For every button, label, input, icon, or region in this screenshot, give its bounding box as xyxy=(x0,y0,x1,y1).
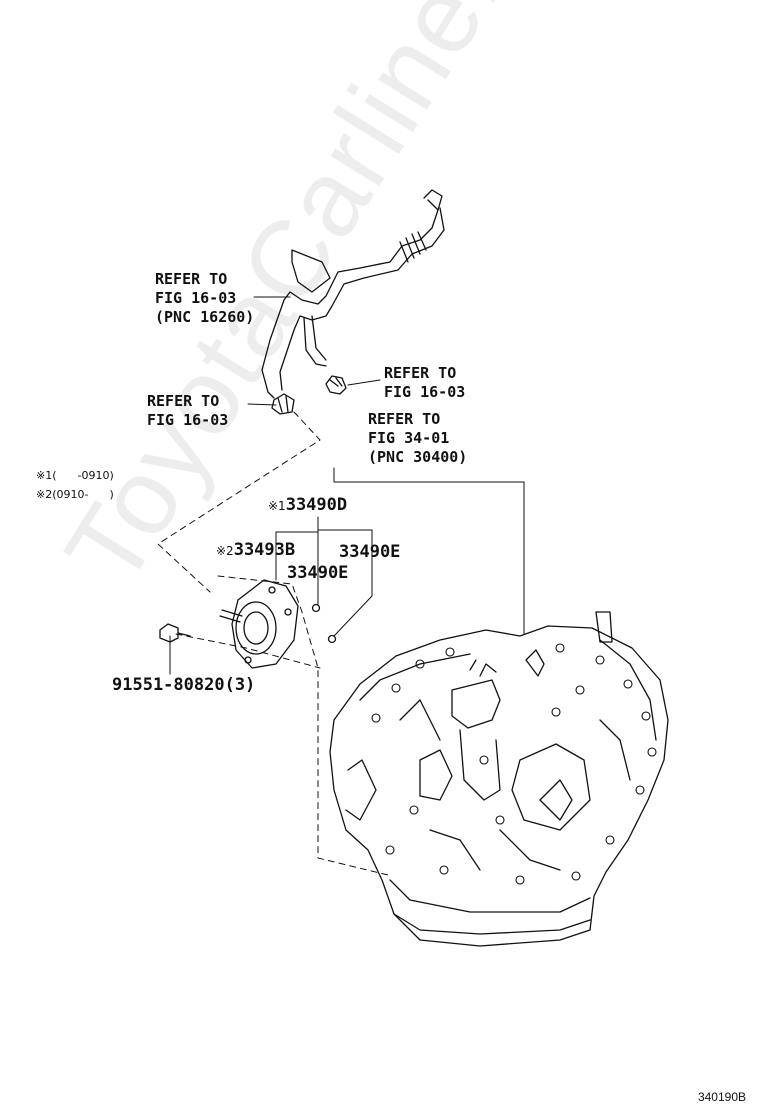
dashed-lines xyxy=(157,411,393,877)
note-1-mark: ※1 xyxy=(36,469,53,482)
transaxle-drawing xyxy=(329,611,669,947)
ref-hose-top-line2: FIG 16-03 xyxy=(155,289,237,307)
part-33490e-b[interactable]: 33490E xyxy=(287,563,348,583)
part-33490d[interactable]: ※133490D xyxy=(268,495,347,516)
clip-left-drawing xyxy=(271,393,295,415)
ref-clip-right-line1: REFER TO xyxy=(384,364,457,382)
part-bolt[interactable]: 91551-80820(3) xyxy=(112,675,255,695)
ref-clip-right-line2: FIG 16-03 xyxy=(384,383,466,401)
ref-transaxle-line2: FIG 34-01 xyxy=(368,429,450,447)
ref-transaxle: REFER TO FIG 34-01 (PNC 30400) xyxy=(368,410,467,467)
bolt-drawing xyxy=(159,623,191,643)
note-2-text: (0910- ) xyxy=(52,488,114,501)
ref-clip-right: REFER TO FIG 16-03 xyxy=(384,364,465,402)
part-33490d-mark: ※1 xyxy=(268,499,286,513)
transaxle-bolts xyxy=(371,643,657,885)
part-bolt-code: 91551-80820(3) xyxy=(112,675,256,695)
part-33490d-code: 33490D xyxy=(285,495,348,515)
ref-hose-top-line3: (PNC 16260) xyxy=(155,308,255,326)
figure-id: 340190B xyxy=(697,1090,746,1104)
note-2-mark: ※2 xyxy=(36,488,53,501)
clip-right-drawing xyxy=(325,375,347,395)
ref-hose-top: REFER TO FIG 16-03 (PNC 16260) xyxy=(155,270,254,327)
seal-ring-2 xyxy=(327,634,337,644)
part-33490e-a[interactable]: 33490E xyxy=(339,542,400,562)
leader-lines xyxy=(169,296,525,675)
seal-ring-1 xyxy=(311,603,321,613)
ref-transaxle-line3: (PNC 30400) xyxy=(368,448,468,466)
ref-clip-left-line1: REFER TO xyxy=(147,392,220,410)
note-2: ※2(0910- ) xyxy=(36,488,114,501)
note-1: ※1( -0910) xyxy=(36,469,114,482)
part-33490e-a-code: 33490E xyxy=(339,542,401,562)
ref-hose-top-line1: REFER TO xyxy=(155,270,228,288)
part-33493b[interactable]: ※233493B xyxy=(216,540,295,561)
pump-drawing xyxy=(219,579,299,669)
ref-clip-left: REFER TO FIG 16-03 xyxy=(147,392,228,430)
hose-assembly-drawing xyxy=(261,189,445,399)
part-33493b-code: 33493B xyxy=(233,540,296,560)
note-1-text: ( -0910) xyxy=(52,469,114,482)
part-33490e-b-code: 33490E xyxy=(287,563,349,583)
part-33493b-mark: ※2 xyxy=(216,544,234,558)
ref-clip-left-line2: FIG 16-03 xyxy=(147,411,229,429)
ref-transaxle-line1: REFER TO xyxy=(368,410,441,428)
